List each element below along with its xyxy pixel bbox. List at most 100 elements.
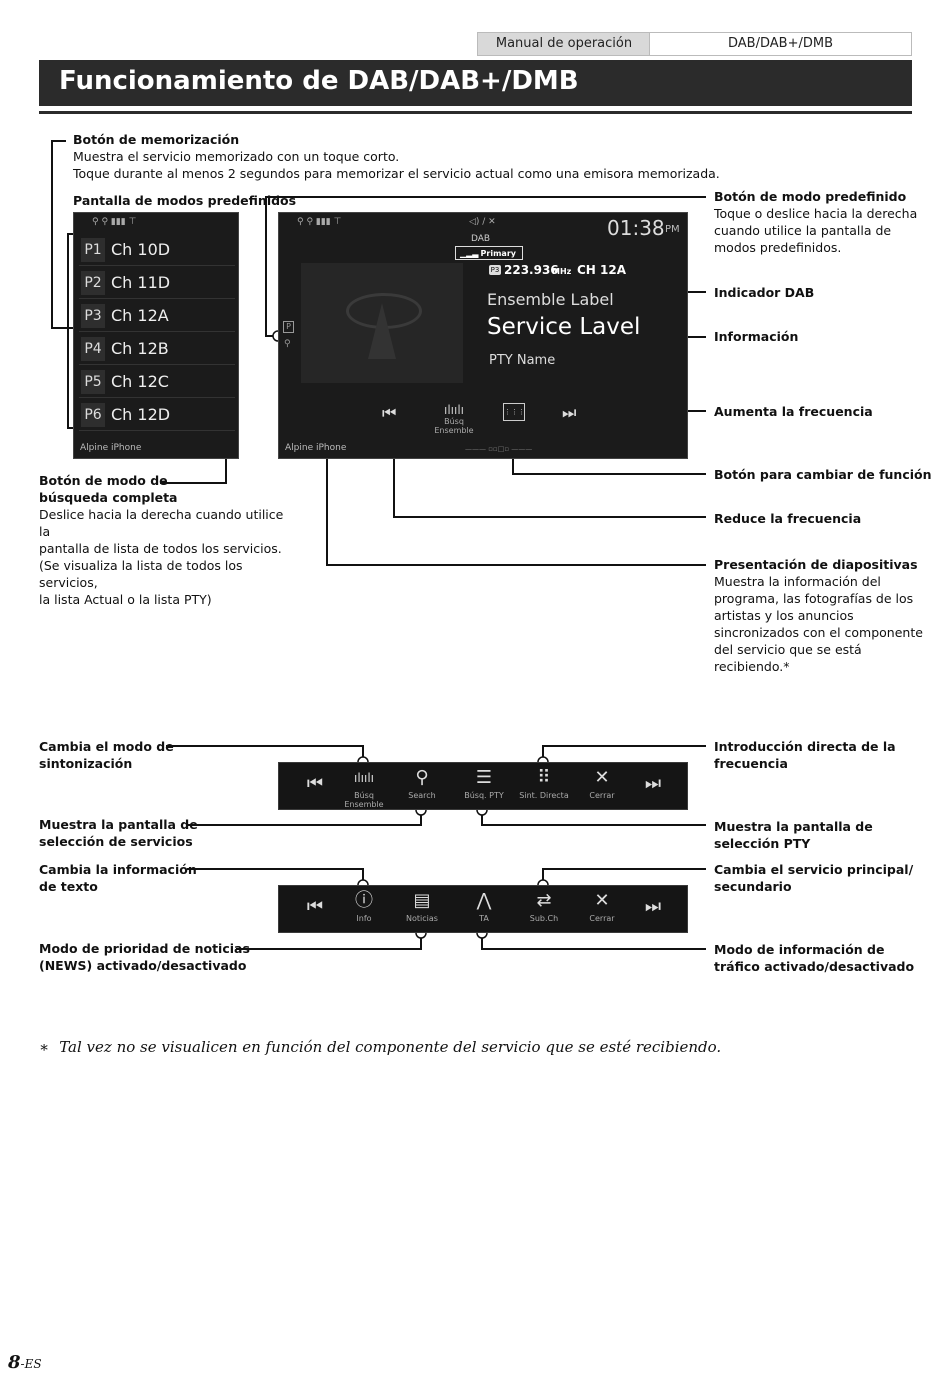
swap-arrows-icon: ⇄: [519, 888, 569, 914]
ensemble-search-label: Búsq Ensemble: [431, 417, 477, 435]
service-label: Service Lavel: [487, 314, 640, 340]
ta-button[interactable]: ⋀TA: [459, 886, 509, 932]
fullsearch-desc-4: la lista Actual o la lista PTY): [39, 591, 289, 608]
search-mini-icon[interactable]: ⚲: [284, 339, 291, 349]
preset-mode-desc-2: cuando utilice la pantalla de: [714, 222, 924, 239]
info-label: Información: [714, 328, 798, 345]
slideshow-title: Presentación de diapositivas: [714, 556, 924, 573]
search-button[interactable]: ⚲Search: [397, 763, 447, 809]
preset-mode-button[interactable]: P: [283, 321, 294, 333]
slideshow-desc-3: artistas y los anuncios: [714, 607, 924, 624]
slideshow-desc-1: Muestra la información del: [714, 573, 924, 590]
preset-channel: Ch 11D: [111, 271, 170, 295]
service-select-annotation: Muestra la pantalla de selección de serv…: [39, 816, 198, 850]
preset-number: P5: [81, 370, 105, 394]
dab-indicator: ▁▂▃Primary: [455, 246, 523, 260]
pty-search-button[interactable]: ☰Búsq. PTY: [456, 763, 512, 809]
seek-down-button[interactable]: ⏮: [382, 403, 396, 423]
subchannel-button[interactable]: ⇄Sub.Ch: [519, 886, 569, 932]
preset-badge: P3: [489, 265, 501, 275]
button-label: Cerrar: [577, 914, 627, 923]
function-switch-button[interactable]: ⋮⋮⋮: [503, 403, 525, 421]
close-icon: ✕: [577, 888, 627, 914]
fullsearch-desc-2: pantalla de lista de todos los servicios…: [39, 540, 289, 557]
channel-label: CH 12A: [577, 263, 626, 277]
preset-channel: Ch 12B: [111, 337, 169, 361]
memorize-desc-1: Muestra el servicio memorizado con un to…: [73, 148, 720, 165]
freq-down-label: Reduce la frecuencia: [714, 510, 861, 527]
tuning-mode-1: Cambia el modo de: [39, 738, 174, 755]
preset-footer: Alpine iPhone: [80, 443, 141, 453]
footnote: ∗Tal vez no se visualicen en función del…: [39, 1038, 721, 1056]
newspaper-icon: ▤: [397, 888, 447, 914]
button-label: Sint. Directa: [515, 791, 573, 800]
close-button[interactable]: ✕Cerrar: [577, 763, 627, 809]
page-suffix: -ES: [21, 1357, 42, 1371]
antenna-icon: [368, 303, 396, 359]
ensemble-search-button[interactable]: ılıılı Búsq Ensemble: [431, 403, 477, 435]
page-number: 8-ES: [8, 1352, 42, 1373]
list-search-icon: ☰: [456, 765, 512, 791]
button-label: Sub.Ch: [519, 914, 569, 923]
direct-freq-1: Introducción directa de la: [714, 738, 896, 755]
screen-footer: Alpine iPhone: [285, 443, 346, 453]
primary-label: Primary: [481, 249, 516, 258]
slideshow-annotation: Presentación de diapositivas Muestra la …: [714, 556, 924, 675]
preset-mode-title: Botón de modo predefinido: [714, 188, 924, 205]
news-button[interactable]: ▤Noticias: [397, 886, 447, 932]
button-label: TA: [459, 914, 509, 923]
seek-down-icon: ⏮: [293, 894, 337, 920]
memorize-title: Botón de memorización: [73, 131, 720, 148]
waveform-icon: ılıılı: [431, 403, 477, 417]
news-2: (NEWS) activado/desactivado: [39, 957, 250, 974]
slideshow-desc-2: programa, las fotografías de los: [714, 590, 924, 607]
main-sub-annotation: Cambia el servicio principal/ secundario: [714, 861, 913, 895]
direct-freq-annotation: Introducción directa de la frecuencia: [714, 738, 896, 772]
frequency-unit: MHz: [552, 267, 571, 276]
preset-channel: Ch 12A: [111, 304, 169, 328]
search-icon: ⚲: [397, 765, 447, 791]
seek-down-button[interactable]: ⏮: [293, 763, 337, 809]
slideshow-desc-4: sincronizados con el componente: [714, 624, 924, 641]
button-label: Búsq. PTY: [456, 791, 512, 800]
freq-up-label: Aumenta la frecuencia: [714, 403, 873, 420]
tuning-mode-2: sintonización: [39, 755, 174, 772]
seek-up-button[interactable]: ⏭: [631, 763, 675, 809]
main-sub-1: Cambia el servicio principal/: [714, 861, 913, 878]
signal-icon: ▁▂▃: [460, 247, 478, 261]
traffic-annotation: Modo de información de tráfico activado/…: [714, 941, 914, 975]
preset-channel: Ch 10D: [111, 238, 170, 262]
seek-up-button[interactable]: ⏭: [562, 403, 576, 423]
dab-main-screen: ⚲ ⚲ ▮▮▮ ⊤ ◁) / ✕ 01:38 PM DAB ▁▂▃Primary…: [278, 212, 688, 459]
seek-down-button[interactable]: ⏮: [293, 886, 337, 932]
seek-up-button[interactable]: ⏭: [631, 886, 675, 932]
button-label: Search: [397, 791, 447, 800]
close-icon: ✕: [577, 765, 627, 791]
preset-number: P4: [81, 337, 105, 361]
preset-mode-desc-1: Toque o deslice hacia la derecha: [714, 205, 924, 222]
page-dots: ——— ▫▫□▫ ———: [465, 445, 532, 453]
fullsearch-title-2: búsqueda completa: [39, 489, 289, 506]
tuning-mode-annotation: Cambia el modo de sintonización: [39, 738, 174, 772]
preset-channel: Ch 12C: [111, 370, 169, 394]
pty-name: PTY Name: [489, 353, 555, 368]
seek-up-icon: ⏭: [631, 894, 675, 920]
button-label: Info: [339, 914, 389, 923]
direct-tune-button[interactable]: ⠿Sint. Directa: [515, 763, 573, 809]
clock-time: 01:38: [607, 216, 665, 240]
footnote-mark: ∗: [39, 1038, 49, 1056]
preset-number: P2: [81, 271, 105, 295]
memorize-desc-2: Toque durante al menos 2 segundos para m…: [73, 165, 720, 182]
close-button[interactable]: ✕Cerrar: [577, 886, 627, 932]
seek-up-icon: ⏭: [631, 771, 675, 797]
fullsearch-desc-3: (Se visualiza la lista de todos los serv…: [39, 557, 289, 591]
fullsearch-title-1: Botón de modo de: [39, 472, 289, 489]
